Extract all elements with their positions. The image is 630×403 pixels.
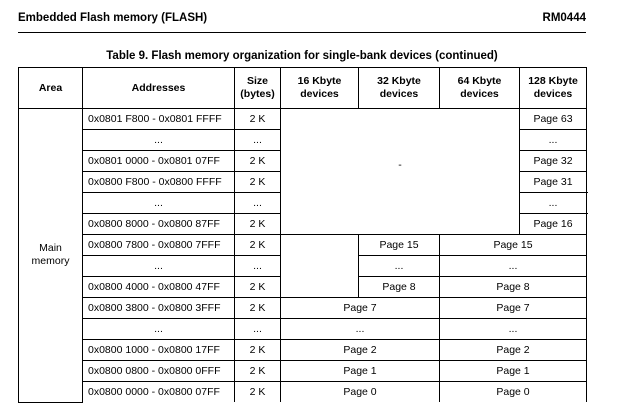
size-cell: 2 K — [234, 297, 281, 319]
dash-mark: - — [398, 159, 402, 171]
size-cell: ... — [234, 318, 281, 340]
size-cell: 2 K — [234, 108, 281, 130]
page-cell-16k-32k: Page 1 — [280, 360, 440, 382]
page-cell-64k-128k: Page 7 — [439, 297, 587, 319]
page-cell-64k-128k: Page 2 — [439, 339, 587, 361]
table-row: 0x0800 7800 - 0x0800 7FFF 2 K Page 15 Pa… — [19, 234, 587, 298]
col-header-16k: 16 Kbyte devices — [280, 67, 359, 109]
size-cell: 2 K — [234, 339, 281, 361]
page-cell-64k-128k: Page 31 — [519, 171, 587, 193]
table-row: 0x0800 4000 - 0x0800 47FF 2 K Page 8 Pag… — [19, 276, 587, 298]
table-row: 0x0800 1000 - 0x0800 17FF 2 K Page 2 Pag… — [19, 339, 587, 361]
table-row: ... ... ... ... — [19, 255, 587, 277]
col-header-128k: 128 Kbyte devices — [519, 67, 587, 109]
table-row: 0x0800 F800 - 0x0800 FFFF 2 K Page 31 — [19, 171, 587, 193]
table-row: 0x0800 3800 - 0x0800 3FFF 2 K Page 7 Pag… — [19, 297, 587, 319]
page-cell-64k-128k: Page 16 — [519, 213, 587, 235]
address-cell: ... — [82, 255, 235, 277]
not-available-cell: - — [280, 108, 520, 235]
flash-organization-table: Area Addresses Size (bytes) 16 Kbyte dev… — [18, 67, 587, 403]
empty-cell-16k — [280, 234, 359, 298]
page-cell-64k-128k: Page 0 — [439, 381, 587, 402]
size-cell: ... — [234, 129, 281, 151]
address-cell: 0x0800 8000 - 0x0800 87FF — [82, 213, 235, 235]
page-cell-32k: Page 15 — [358, 234, 440, 256]
size-cell: 2 K — [234, 276, 281, 298]
size-cell: ... — [234, 255, 281, 277]
page-cell-64k-128k: ... — [439, 318, 587, 340]
address-cell: 0x0800 4000 - 0x0800 47FF — [82, 276, 235, 298]
address-cell: 0x0800 1000 - 0x0800 17FF — [82, 339, 235, 361]
page-cell-128k: Page 32 — [519, 150, 587, 172]
page-cell-16k-32k: ... — [280, 318, 440, 340]
page-cell-128k: Page 63 — [519, 108, 587, 130]
col-header-size: Size (bytes) — [234, 67, 281, 109]
address-cell: 0x0800 3800 - 0x0800 3FFF — [82, 297, 235, 319]
address-cell: ... — [82, 192, 235, 214]
document-id: RM0444 — [542, 12, 586, 24]
page-cell-128k: ... — [519, 129, 587, 151]
col-header-addresses: Addresses — [82, 67, 235, 109]
table-row: 0x0800 0000 - 0x0800 07FF 2 K Page 0 Pag… — [19, 381, 587, 402]
table-row: 0x0800 0800 - 0x0800 0FFF 2 K Page 1 Pag… — [19, 360, 587, 382]
table-row: Main memory 0x0801 F800 - 0x0801 FFFF 2 … — [18, 108, 587, 403]
address-cell: 0x0801 0000 - 0x0801 07FF — [82, 150, 235, 172]
size-cell: 2 K — [234, 360, 281, 382]
address-cell: 0x0800 F800 - 0x0800 FFFF — [82, 171, 235, 193]
page-cell-64k-128k: ... — [519, 192, 587, 214]
address-cell: 0x0801 F800 - 0x0801 FFFF — [82, 108, 235, 130]
page-cell-64k-128k: Page 1 — [439, 360, 587, 382]
address-cell: 0x0800 0000 - 0x0800 07FF — [82, 381, 235, 402]
size-cell: 2 K — [234, 213, 281, 235]
page-cell-16k-32k: Page 0 — [280, 381, 440, 402]
col-header-32k: 32 Kbyte devices — [358, 67, 440, 109]
page-header: Embedded Flash memory (FLASH) RM0444 — [18, 12, 586, 28]
col-header-64k: 64 Kbyte devices — [439, 67, 520, 109]
address-cell: 0x0800 7800 - 0x0800 7FFF — [82, 234, 235, 256]
address-cell: ... — [82, 318, 235, 340]
address-cell: ... — [82, 129, 235, 151]
address-cell: 0x0800 0800 - 0x0800 0FFF — [82, 360, 235, 382]
col-header-area: Area — [18, 67, 83, 109]
section-title: Embedded Flash memory (FLASH) — [18, 12, 208, 24]
size-cell: 2 K — [234, 171, 281, 193]
table-header-row: Area Addresses Size (bytes) 16 Kbyte dev… — [18, 67, 587, 109]
size-cell: 2 K — [234, 381, 281, 402]
page-cell-64k-128k: Page 8 — [439, 276, 587, 298]
page-cell-32k: ... — [358, 255, 440, 277]
page-cell-64k-128k: ... — [439, 255, 587, 277]
size-cell: ... — [234, 192, 281, 214]
size-cell: 2 K — [234, 150, 281, 172]
page-cell-16k-32k: Page 7 — [280, 297, 440, 319]
table-caption: Table 9. Flash memory organization for s… — [106, 50, 498, 62]
header-rule — [18, 32, 586, 33]
page-cell-16k-32k: Page 2 — [280, 339, 440, 361]
table-row: ... ... ... ... — [19, 318, 587, 340]
area-cell: Main memory — [18, 108, 83, 403]
page-cell-32k: Page 8 — [358, 276, 440, 298]
page-cell-64k-128k: Page 15 — [439, 234, 587, 256]
table-row: ... ... ... — [19, 129, 587, 151]
table-row: 0x0800 8000 - 0x0800 87FF 2 K Page 16 — [19, 213, 587, 235]
size-cell: 2 K — [234, 234, 281, 256]
table-row: 0x0801 0000 - 0x0801 07FF 2 K Page 32 — [19, 150, 587, 172]
